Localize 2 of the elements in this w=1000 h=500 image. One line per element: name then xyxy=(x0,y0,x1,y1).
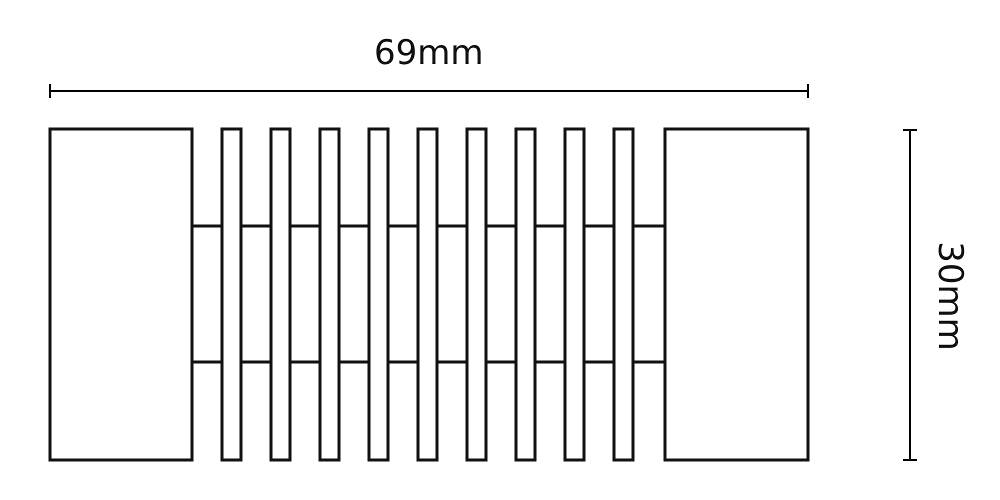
dimension-label: 69mm xyxy=(374,36,484,70)
dimension-label: 30mm xyxy=(932,241,967,351)
